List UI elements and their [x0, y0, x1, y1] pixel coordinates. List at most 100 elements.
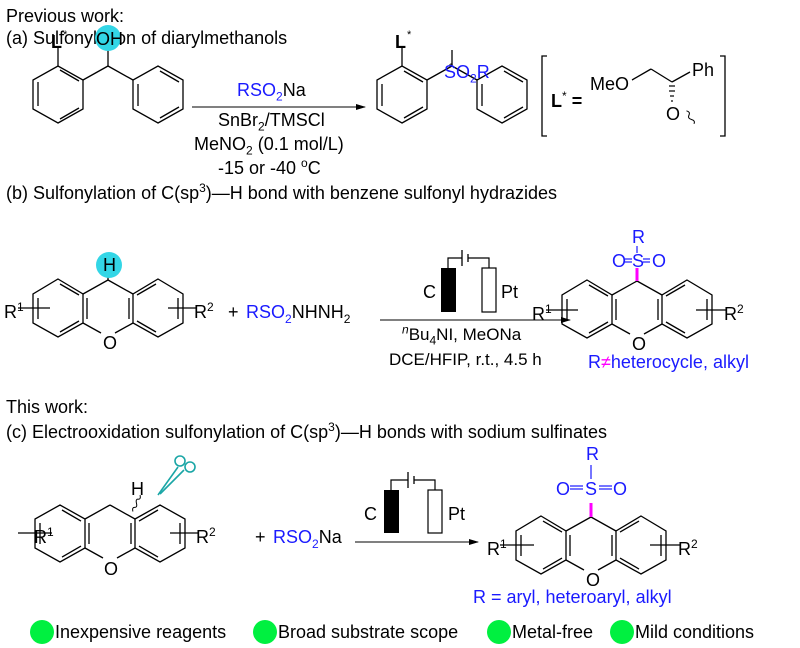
sulfonyl-hydrazide-reagent: RSO2NHNH2 — [246, 302, 351, 326]
sulfonyl-group-c: R O S O — [556, 444, 627, 499]
oh-highlight — [95, 25, 121, 51]
ligand-L-label: L* = — [551, 89, 583, 111]
plus-sign-c: + — [255, 527, 266, 547]
r2-label: R2 — [194, 300, 214, 322]
xanthene-c-structure — [18, 504, 198, 563]
ligand-oxygen: O — [666, 104, 681, 124]
product-c-r1: R1 — [487, 537, 507, 559]
substituent-L: L — [51, 32, 62, 52]
feature-label: Mild conditions — [635, 621, 755, 642]
product-a-structure — [376, 48, 528, 124]
cond-b1-post: NI, MeONa — [436, 325, 522, 344]
hydrogen-label-c: H — [131, 479, 144, 499]
xanthene-oxygen: O — [103, 333, 117, 353]
section-b-title-pre: (b) Sulfonylation of C(sp — [6, 183, 200, 203]
product-b-r2: R2 — [724, 302, 744, 324]
reactant-a-structure — [32, 48, 184, 124]
platinum-cathode — [481, 267, 497, 313]
feature-label: Broad substrate scope — [278, 621, 459, 642]
r1-label: R1 — [4, 300, 24, 322]
green-dot-icon — [30, 620, 54, 644]
cond-a2-pre: MeNO — [194, 134, 247, 154]
feature-inexpensive-reagents: Inexpensive reagents — [30, 620, 226, 644]
reagent-a: RSO2Na — [237, 80, 306, 103]
product-L-star: * — [407, 29, 412, 41]
cond-a3-post: C — [307, 158, 321, 178]
ligand-L: L — [551, 91, 562, 111]
cond-a2-post: (0.1 mol/L) — [252, 134, 344, 154]
xanthene-b-structure — [18, 260, 196, 338]
cond-a1-pre: SnBr — [218, 110, 259, 130]
condition-b-1: nBu4NI, MeONa — [402, 322, 522, 348]
section-c-title-sup: 3 — [328, 420, 335, 434]
cond-a2-sub: 2 — [246, 143, 253, 158]
cathode-label-c: Pt — [448, 504, 465, 524]
product-b-oxygen: O — [632, 334, 646, 354]
cathode-label: Pt — [501, 282, 518, 302]
product-b-r1: R1 — [532, 302, 552, 324]
stereocenter-star: * — [449, 62, 453, 73]
feature-broad-substrate-scope: Broad substrate scope — [253, 620, 458, 644]
phenyl-label: Ph — [692, 60, 715, 80]
svg-text:R: R — [632, 227, 645, 247]
electrochemical-cell-c — [384, 472, 443, 534]
benzene-ring-right — [132, 65, 184, 124]
cond-b1-pre: Bu — [408, 325, 430, 344]
section-a-title: (a) Sulfonylation of diarylmethanols — [6, 28, 288, 48]
feature-label: Metal-free — [512, 621, 594, 642]
carbon-anode — [441, 268, 456, 312]
section-c-title: (c) Electrooxidation sulfonylation of C(… — [6, 420, 607, 442]
electrochemical-cell-b — [441, 250, 497, 313]
h-highlight — [96, 252, 122, 278]
carbon-anode-c — [384, 490, 399, 533]
plus-sign: + — [228, 302, 239, 322]
ligand-bracket — [541, 55, 726, 137]
benzene-ring-left — [32, 65, 84, 124]
sodium-sulfinate-reagent: RSO2Na — [273, 527, 343, 551]
section-b-title-sup: 3 — [199, 181, 206, 195]
ligand-star: * — [562, 89, 567, 103]
product-c-oxygen: O — [586, 570, 600, 590]
cond-a1-post: /TMSCl — [264, 110, 325, 130]
cond-b1-sup: n — [402, 322, 409, 337]
condition-a-1: SnBr2/TMSCl — [218, 110, 325, 133]
ligand-equals: = — [571, 91, 583, 111]
svg-text:O: O — [612, 251, 626, 271]
condition-a-3: -15 or -40 oC — [218, 156, 321, 178]
prod-a-post: R — [476, 62, 490, 82]
anode-label-c: C — [364, 504, 377, 524]
hydrogen-label: H — [103, 255, 116, 275]
reagent-a-sub: 2 — [276, 89, 283, 104]
scissors-icon — [157, 455, 196, 496]
methoxy-label: MeO — [590, 74, 630, 94]
not-equal-sign: ≠ — [601, 352, 611, 372]
prod-a-pre: SO — [444, 62, 471, 82]
green-dot-icon — [610, 620, 634, 644]
section-c-title-pre: (c) Electrooxidation sulfonylation of C(… — [6, 422, 329, 442]
product-a-sulfonyl: SO2R — [444, 62, 490, 85]
sulfonyl-bonds-c — [570, 465, 612, 490]
this-work-heading: This work: — [6, 397, 89, 417]
sulfonyl-bonds-b — [625, 246, 650, 263]
product-c-r2: R2 — [678, 537, 698, 559]
platinum-cathode-c — [427, 489, 443, 534]
feature-label: Inexpensive reagents — [55, 621, 227, 642]
svg-text:O: O — [613, 479, 627, 499]
L-star: * — [63, 29, 68, 41]
cond-b1-sub: 4 — [429, 333, 437, 348]
product-b-structure — [546, 279, 726, 339]
reagent-a-pre: RSO — [237, 80, 277, 100]
wavy-attachment-bond — [686, 110, 695, 125]
cond-a3-sup: o — [301, 156, 308, 170]
green-dot-icon — [253, 620, 277, 644]
section-b-title: (b) Sulfonylation of C(sp3)—H bond with … — [6, 181, 557, 203]
hydroxyl-label: OH — [96, 29, 123, 49]
reagent-a-post: Na — [282, 80, 306, 100]
scope-note-c: R = aryl, heteroaryl, alkyl — [473, 587, 672, 607]
feature-mild-conditions: Mild conditions — [610, 620, 754, 644]
svg-text:O: O — [556, 479, 570, 499]
prod-a-sub: 2 — [470, 71, 477, 86]
sulfonyl-group-b: R O S O — [612, 227, 666, 271]
section-c-title-post: )—H bonds with sodium sulfinates — [334, 422, 607, 442]
